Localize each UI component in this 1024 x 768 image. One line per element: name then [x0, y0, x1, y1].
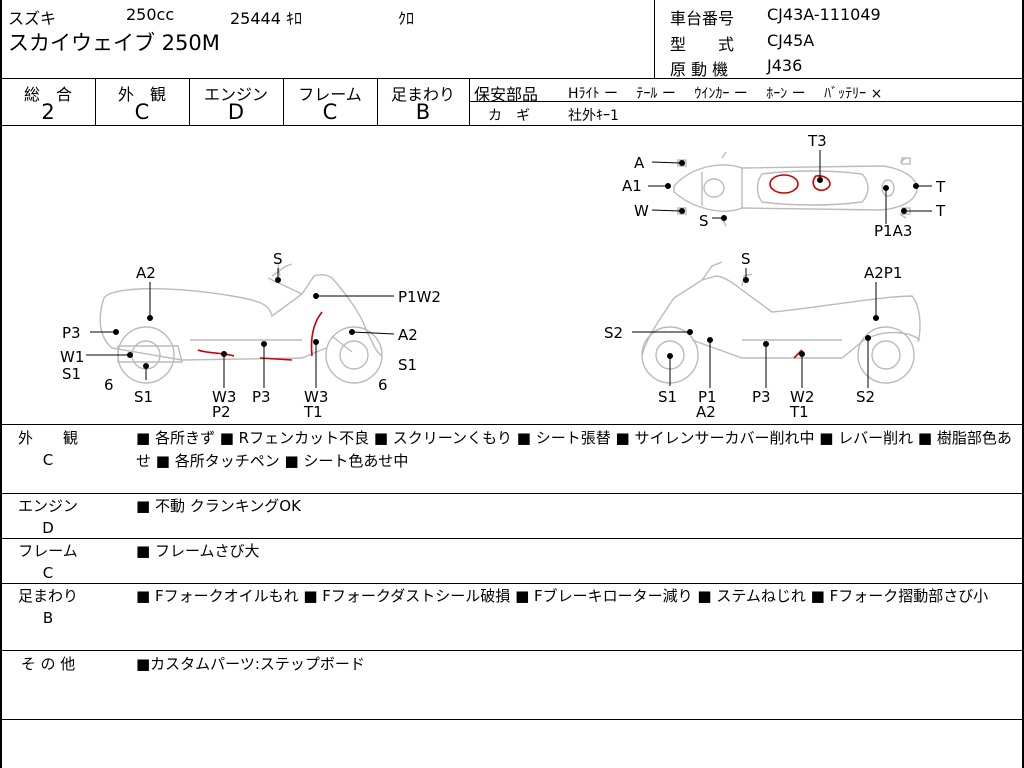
mileage: 25444 ｷﾛ — [230, 9, 302, 28]
label-top-S: S — [699, 212, 709, 230]
label-left-A2b: A2 — [398, 326, 418, 344]
label-right-S2: S2 — [604, 324, 623, 342]
grade-divider — [377, 78, 378, 125]
label-left-P3: P3 — [62, 324, 81, 342]
grade-engine-label: エンジン — [203, 85, 268, 104]
grade-frame-label: フレーム — [298, 85, 362, 104]
engine-label: 原 動 機 — [670, 60, 729, 79]
label-top-A: A — [634, 154, 645, 172]
label-right-S2b: S2 — [856, 388, 875, 406]
color: ｸﾛ — [398, 9, 415, 28]
label-left-S1: S1 — [62, 365, 81, 383]
remark-engine-text: ■ 不動 クランキングOK — [136, 497, 301, 515]
grade-suspension-value: B — [415, 100, 431, 124]
displacement: 250cc — [126, 5, 175, 24]
label-left-P1W2: P1W2 — [398, 288, 441, 306]
label-left-6b: 6 — [378, 376, 388, 394]
remark-exterior-text: ■ 各所きず ■ Rフェンカット不良 ■ スクリーンくもり ■ シート張替 ■ … — [136, 429, 1012, 470]
label-top-P1A3: P1A3 — [874, 222, 912, 240]
grade-divider — [283, 78, 284, 125]
divider — [2, 583, 1022, 584]
label-top-T3: T3 — [807, 132, 827, 150]
grade-frame-value: C — [322, 100, 338, 124]
frame-no-label: 車台番号 — [670, 9, 735, 28]
frame-no: CJ43A-111049 — [767, 5, 881, 24]
safety-divider — [469, 101, 1022, 102]
divider — [2, 650, 1022, 651]
label-right-S1: S1 — [658, 388, 677, 406]
label-left-W3a: W3 — [212, 388, 236, 406]
divider — [2, 424, 1022, 425]
key-value: 社外ｷｰ1 — [568, 108, 619, 124]
label-left-6: 6 — [104, 376, 114, 394]
label-right-P1: P1 — [698, 388, 717, 406]
grade-total-value: 2 — [41, 100, 55, 124]
label-left-S: S — [273, 250, 283, 268]
label-left-W1: W1 — [60, 348, 84, 366]
safety-items: Hﾗｲﾄ ー ﾃｰﾙ ー ｳｲﾝｶｰ ー ﾎｰﾝ ー ﾊﾞｯﾃﾘｰ × — [568, 86, 883, 102]
divider — [2, 719, 1022, 720]
label-left-A2: A2 — [136, 264, 156, 282]
label-top-T: T — [935, 178, 946, 196]
safety-label: 保安部品 — [474, 85, 539, 104]
label-right-T1: T1 — [789, 403, 809, 421]
divider — [2, 538, 1022, 539]
label-right-A2P1: A2P1 — [864, 264, 902, 282]
divider — [2, 125, 1022, 126]
maker: スズキ — [8, 9, 57, 28]
remark-other-text: ■カスタムパーツ:ステップボード — [136, 655, 365, 673]
label-top-T2: T — [935, 202, 946, 220]
label-left-S1b: S1 — [398, 356, 417, 374]
label-right-A2: A2 — [696, 403, 716, 421]
grade-total-label: 総 合 — [23, 85, 72, 104]
grade-suspension-label: 足まわり — [390, 85, 455, 104]
label-top-W: W — [634, 202, 649, 220]
remark-other-label: そ の 他 — [20, 655, 76, 673]
grade-exterior-label: 外 観 — [117, 85, 166, 104]
label-top-A1: A1 — [622, 177, 642, 195]
label-left-P2: P2 — [212, 403, 231, 421]
label-left-T1: T1 — [303, 403, 323, 421]
model-code: CJ45A — [767, 31, 815, 50]
damage-diagram: A A1 W S T3 T T P1A3 S A2 P1W2 P3 A2 W1 … — [60, 132, 946, 421]
label-right-S: S — [741, 250, 751, 268]
label-left-S1c: S1 — [134, 388, 153, 406]
label-right-W2: W2 — [790, 388, 814, 406]
grade-exterior-value: C — [134, 100, 150, 124]
divider — [2, 493, 1022, 494]
header-divider — [654, 0, 655, 78]
scooter-right-view — [641, 261, 921, 384]
grade-divider — [95, 78, 96, 125]
label-right-P3: P3 — [752, 388, 771, 406]
remark-frame-text: ■ フレームさび大 — [136, 542, 260, 560]
model-code-label: 型 式 — [670, 35, 735, 54]
model-name: スカイウェイブ 250M — [8, 31, 220, 55]
key-label: カ ギ — [488, 108, 530, 124]
grade-divider — [189, 78, 190, 125]
label-left-P3b: P3 — [252, 388, 271, 406]
label-left-W3b: W3 — [304, 388, 328, 406]
divider — [2, 78, 1022, 79]
remark-suspension-text: ■ Fフォークオイルもれ ■ Fフォークダストシール破損 ■ Fブレーキローター… — [136, 587, 989, 605]
grade-engine-value: D — [227, 100, 245, 124]
engine-no: J436 — [767, 56, 803, 75]
